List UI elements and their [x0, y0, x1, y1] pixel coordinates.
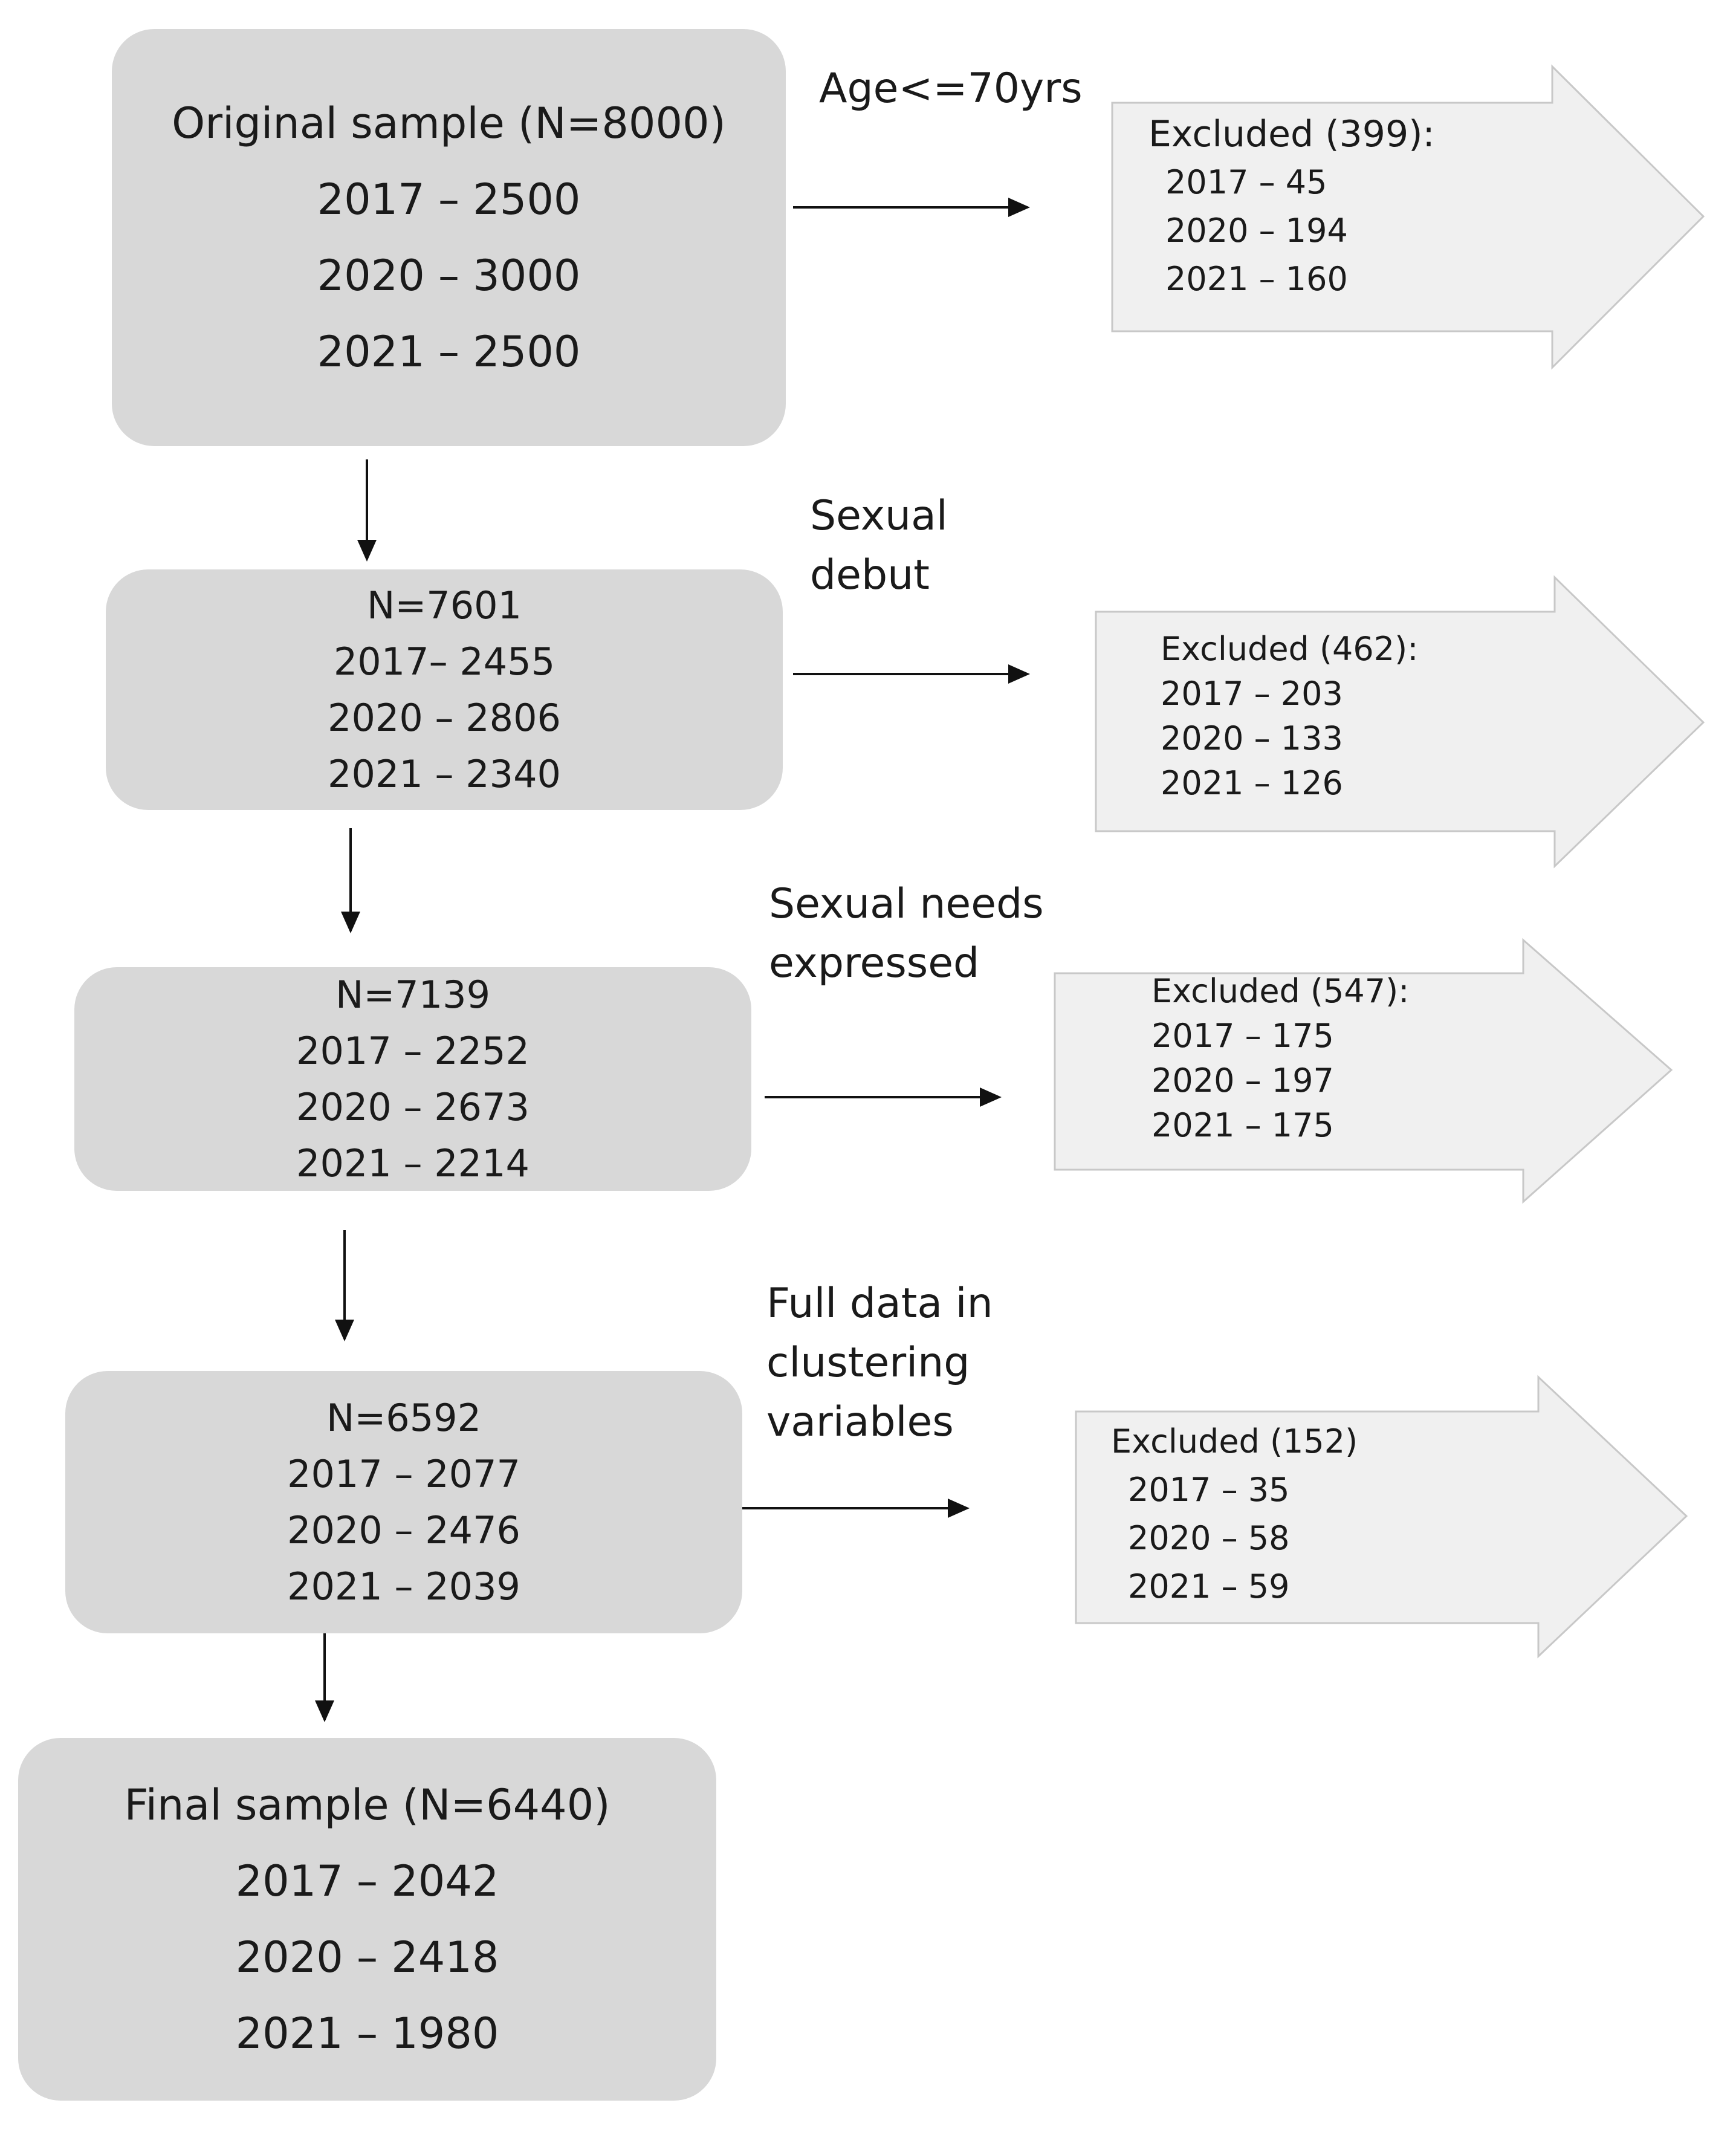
flow-box-line: 2017 – 2500	[317, 175, 581, 224]
excluded-line: 2021 – 160	[1165, 260, 1348, 298]
flow-box-n6592: N=6592 2017 – 2077 2020 – 2476 2021 – 20…	[65, 1371, 742, 1633]
flow-box-n7601: N=7601 2017– 2455 2020 – 2806 2021 – 234…	[106, 569, 783, 810]
flow-box-title: N=7139	[335, 973, 491, 1017]
excluded-panel-2: Excluded (462): 2017 – 203 2020 – 133 20…	[1161, 627, 1418, 806]
criterion-full-data: Full data in clustering variables	[766, 1274, 993, 1452]
criterion-line: clustering	[766, 1339, 970, 1387]
criterion-age: Age<=70yrs	[819, 59, 1083, 118]
criterion-line: Full data in	[766, 1280, 993, 1327]
flow-box-n7139: N=7139 2017 – 2252 2020 – 2673 2021 – 22…	[74, 967, 751, 1191]
excluded-line: 2021 – 59	[1128, 1567, 1290, 1606]
flow-box-line: 2021 – 2214	[296, 1141, 530, 1185]
flow-box-line: 2020 – 2476	[287, 1508, 520, 1552]
flow-box-line: 2017 – 2042	[235, 1856, 499, 1906]
flow-box-line: 2021 – 1980	[235, 2009, 499, 2058]
excluded-arrow-shape-1	[1111, 64, 1705, 370]
excluded-arrow-shape-3	[1054, 938, 1673, 1204]
flow-box-line: 2020 – 3000	[317, 251, 581, 300]
flow-box-line: 2017– 2455	[333, 640, 555, 684]
excluded-line: 2017 – 45	[1165, 163, 1327, 201]
flow-box-line: 2017 – 2077	[287, 1452, 520, 1496]
criterion-line: Sexual needs	[769, 880, 1044, 928]
flow-box-line: 2021 – 2500	[317, 327, 581, 377]
excluded-line: 2020 – 133	[1161, 719, 1343, 757]
criterion-line: variables	[766, 1398, 954, 1446]
excluded-line: 2017 – 175	[1151, 1017, 1334, 1055]
excluded-line: 2017 – 35	[1128, 1471, 1290, 1509]
flow-box-line: 2020 – 2418	[235, 1933, 499, 1982]
excluded-title: Excluded (152)	[1111, 1422, 1358, 1460]
flow-box-original: Original sample (N=8000) 2017 – 2500 202…	[112, 29, 786, 446]
excluded-line: 2020 – 194	[1165, 212, 1348, 250]
excluded-panel-1: Excluded (399): 2017 – 45 2020 – 194 202…	[1148, 110, 1435, 303]
flow-box-line: 2020 – 2673	[296, 1085, 530, 1129]
excluded-title: Excluded (462):	[1161, 630, 1419, 668]
excluded-panel-4: Excluded (152) 2017 – 35 2020 – 58 2021 …	[1111, 1418, 1358, 1611]
criterion-line: Sexual	[810, 492, 948, 540]
flow-box-line: 2021 – 2039	[287, 1564, 520, 1609]
excluded-title: Excluded (399):	[1148, 113, 1435, 155]
flow-box-line: 2020 – 2806	[328, 696, 561, 740]
flow-box-line: 2017 – 2252	[296, 1029, 530, 1073]
flow-box-title: Final sample (N=6440)	[124, 1780, 611, 1830]
criterion-sexual-needs: Sexual needs expressed	[769, 875, 1044, 993]
flow-box-line: 2021 – 2340	[328, 752, 561, 796]
excluded-line: 2020 – 58	[1128, 1519, 1290, 1557]
criterion-line: Age<=70yrs	[819, 65, 1083, 112]
criterion-line: expressed	[769, 939, 980, 987]
flow-box-final: Final sample (N=6440) 2017 – 2042 2020 –…	[18, 1738, 716, 2101]
excluded-line: 2021 – 126	[1161, 764, 1343, 802]
excluded-line: 2021 – 175	[1151, 1106, 1334, 1144]
excluded-title: Excluded (547):	[1151, 972, 1410, 1010]
excluded-panel-3: Excluded (547): 2017 – 175 2020 – 197 20…	[1151, 969, 1409, 1148]
criterion-sexual-debut: Sexual debut	[810, 487, 948, 605]
criterion-line: debut	[810, 551, 930, 599]
flow-box-title: Original sample (N=8000)	[172, 99, 726, 148]
excluded-arrow-shape-4	[1075, 1375, 1688, 1659]
flow-box-title: N=6592	[326, 1396, 482, 1440]
excluded-arrow-shape-2	[1095, 575, 1705, 869]
excluded-line: 2017 – 203	[1161, 675, 1343, 713]
flow-box-title: N=7601	[366, 583, 522, 627]
excluded-line: 2020 – 197	[1151, 1061, 1334, 1100]
